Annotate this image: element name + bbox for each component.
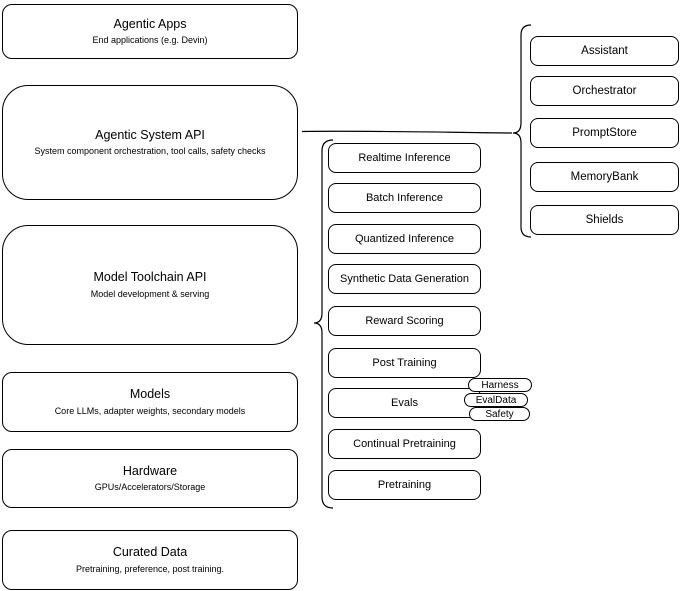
models-box: Models Core LLMs, adapter weights, secon… <box>2 372 298 432</box>
evaldata-pill: EvalData <box>464 393 528 407</box>
memorybank-box: MemoryBank <box>530 162 679 192</box>
system-api-to-components-connector <box>301 130 513 134</box>
agentic-system-api-subtitle: System component orchestration, tool cal… <box>34 146 266 157</box>
agentic-apps-title: Agentic Apps <box>113 16 187 31</box>
hardware-title: Hardware <box>122 463 178 478</box>
agentic-system-api-title: Agentic System API <box>95 127 205 142</box>
reward-scoring-box: Reward Scoring <box>328 306 481 336</box>
agentic-apps-subtitle: End applications (e.g. Devin) <box>92 35 208 46</box>
realtime-inference-box: Realtime Inference <box>328 143 481 173</box>
agentic-system-api-box: Agentic System API System component orch… <box>2 85 298 200</box>
system-components-brace <box>512 24 532 238</box>
pretraining-box: Pretraining <box>328 470 481 500</box>
shields-box: Shields <box>530 205 679 235</box>
curated-data-subtitle: Pretraining, preference, post training. <box>75 563 225 574</box>
safety-pill: Safety <box>469 407 530 421</box>
post-training-box: Post Training <box>328 348 481 378</box>
assistant-box: Assistant <box>530 36 679 66</box>
continual-pretraining-box: Continual Pretraining <box>328 429 481 459</box>
model-toolchain-api-title: Model Toolchain API <box>93 270 207 285</box>
synthetic-data-generation-box: Synthetic Data Generation <box>328 264 481 294</box>
evals-box: Evals <box>328 388 481 418</box>
agentic-apps-box: Agentic Apps End applications (e.g. Devi… <box>2 4 298 59</box>
orchestrator-box: Orchestrator <box>530 76 679 106</box>
model-toolchain-api-subtitle: Model development & serving <box>90 288 210 299</box>
model-toolchain-api-box: Model Toolchain API Model development & … <box>2 225 298 345</box>
hardware-subtitle: GPUs/Accelerators/Storage <box>94 482 206 493</box>
curated-data-box: Curated Data Pretraining, preference, po… <box>2 530 298 590</box>
quantized-inference-box: Quantized Inference <box>328 224 481 254</box>
harness-pill: Harness <box>468 378 532 392</box>
curated-data-title: Curated Data <box>112 545 188 560</box>
models-title: Models <box>129 387 171 402</box>
hardware-box: Hardware GPUs/Accelerators/Storage <box>2 449 298 508</box>
models-subtitle: Core LLMs, adapter weights, secondary mo… <box>54 405 246 416</box>
promptstore-box: PromptStore <box>530 118 679 148</box>
batch-inference-box: Batch Inference <box>328 183 481 213</box>
